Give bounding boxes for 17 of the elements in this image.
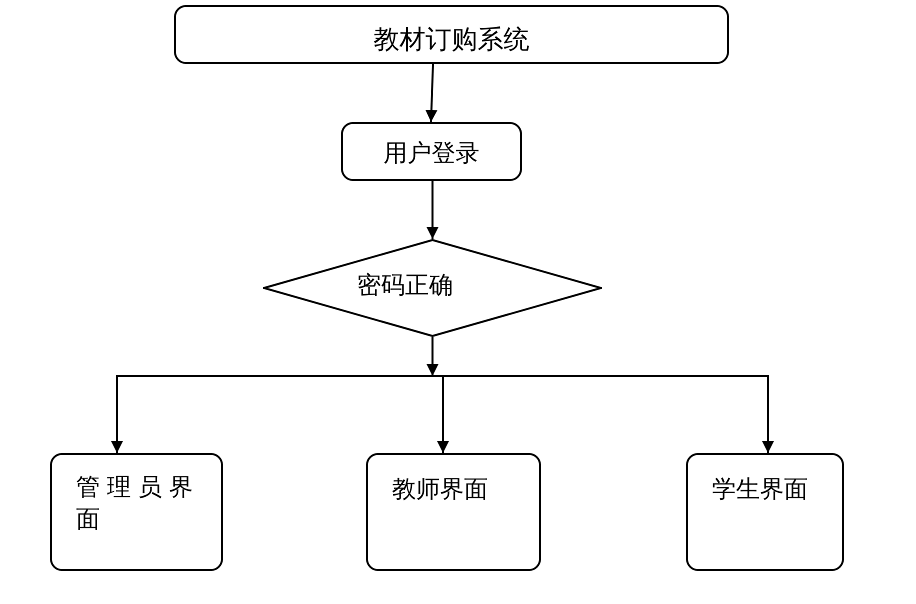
process-box bbox=[50, 453, 223, 571]
arrow bbox=[426, 337, 438, 376]
arrow bbox=[425, 64, 438, 122]
arrow bbox=[432, 375, 774, 453]
node-label: 密码正确 bbox=[357, 270, 453, 301]
arrow bbox=[426, 181, 438, 239]
process-box bbox=[174, 5, 729, 64]
node-label: 用户登录 bbox=[382, 138, 480, 169]
node-label: 教材订购系统 bbox=[372, 24, 530, 57]
node-label: 管理员界面 bbox=[76, 472, 201, 536]
process-box bbox=[686, 453, 844, 571]
node-label: 学生界面 bbox=[712, 474, 808, 505]
process-box bbox=[341, 122, 522, 181]
process-box bbox=[366, 453, 541, 571]
decision-diamond bbox=[263, 239, 602, 337]
arrow bbox=[111, 375, 432, 453]
node-label: 教师界面 bbox=[392, 474, 488, 505]
